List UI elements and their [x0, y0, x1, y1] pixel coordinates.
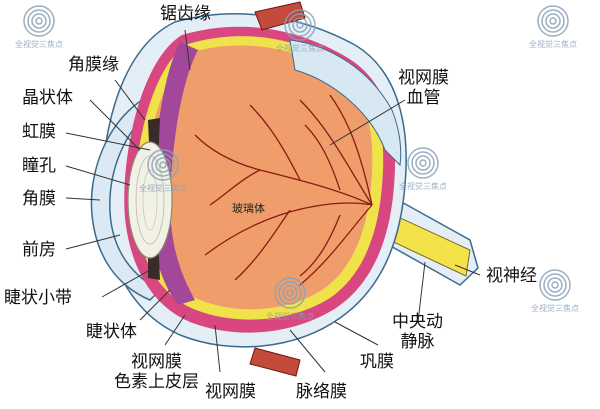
cornea-label: 角膜	[22, 189, 56, 209]
retina-label: 视网膜	[205, 382, 256, 402]
lens-label: 晶状体	[22, 88, 73, 108]
vitreous-label: 玻璃体	[232, 202, 265, 215]
concentric-circles-logo-icon	[274, 277, 306, 309]
watermark: 全视觉三焦点	[4, 4, 74, 50]
concentric-circles-logo-icon	[407, 147, 439, 179]
rpe-label: 视网膜 色素上皮层	[114, 352, 199, 392]
upper-muscle	[254, 1, 306, 31]
cutaway-region	[289, 39, 402, 167]
watermark: 全视觉三焦点	[518, 4, 588, 50]
watermark: 全视觉三焦点	[388, 146, 458, 192]
ciliary-body-label: 睫状体	[86, 322, 137, 342]
optic-nerve-label: 视神经	[486, 266, 537, 286]
choroid-label: 脉络膜	[296, 382, 347, 402]
watermark: 全视觉三焦点	[265, 8, 335, 54]
concentric-circles-logo-icon	[539, 269, 571, 301]
corneal-margin-label: 角膜缘	[68, 55, 119, 75]
concentric-circles-logo-icon	[147, 149, 179, 181]
watermark: 全视觉三焦点	[255, 276, 325, 322]
watermark: 全视觉三焦点	[520, 268, 590, 314]
concentric-circles-logo-icon	[537, 5, 569, 37]
sclera-label: 巩膜	[360, 352, 394, 372]
serrated-margin-label: 锯齿缘	[160, 4, 211, 24]
leader-lines	[65, 29, 481, 373]
retinal-vessels	[194, 94, 373, 286]
pupil-label: 瞳孔	[22, 156, 56, 176]
retinal-vessels-label: 视网膜 血管	[398, 68, 449, 108]
vitreous-body	[144, 45, 373, 310]
anterior-chamber-label: 前房	[22, 240, 56, 260]
ciliary-zonule-label: 睫状小带	[4, 288, 72, 308]
watermark: 全视觉三焦点	[128, 148, 198, 194]
concentric-circles-logo-icon	[23, 5, 55, 37]
lower-muscle	[249, 347, 301, 377]
concentric-circles-logo-icon	[284, 9, 316, 41]
iris-label: 虹膜	[22, 122, 56, 142]
central-vein-label: 中央动 静脉	[392, 312, 443, 352]
